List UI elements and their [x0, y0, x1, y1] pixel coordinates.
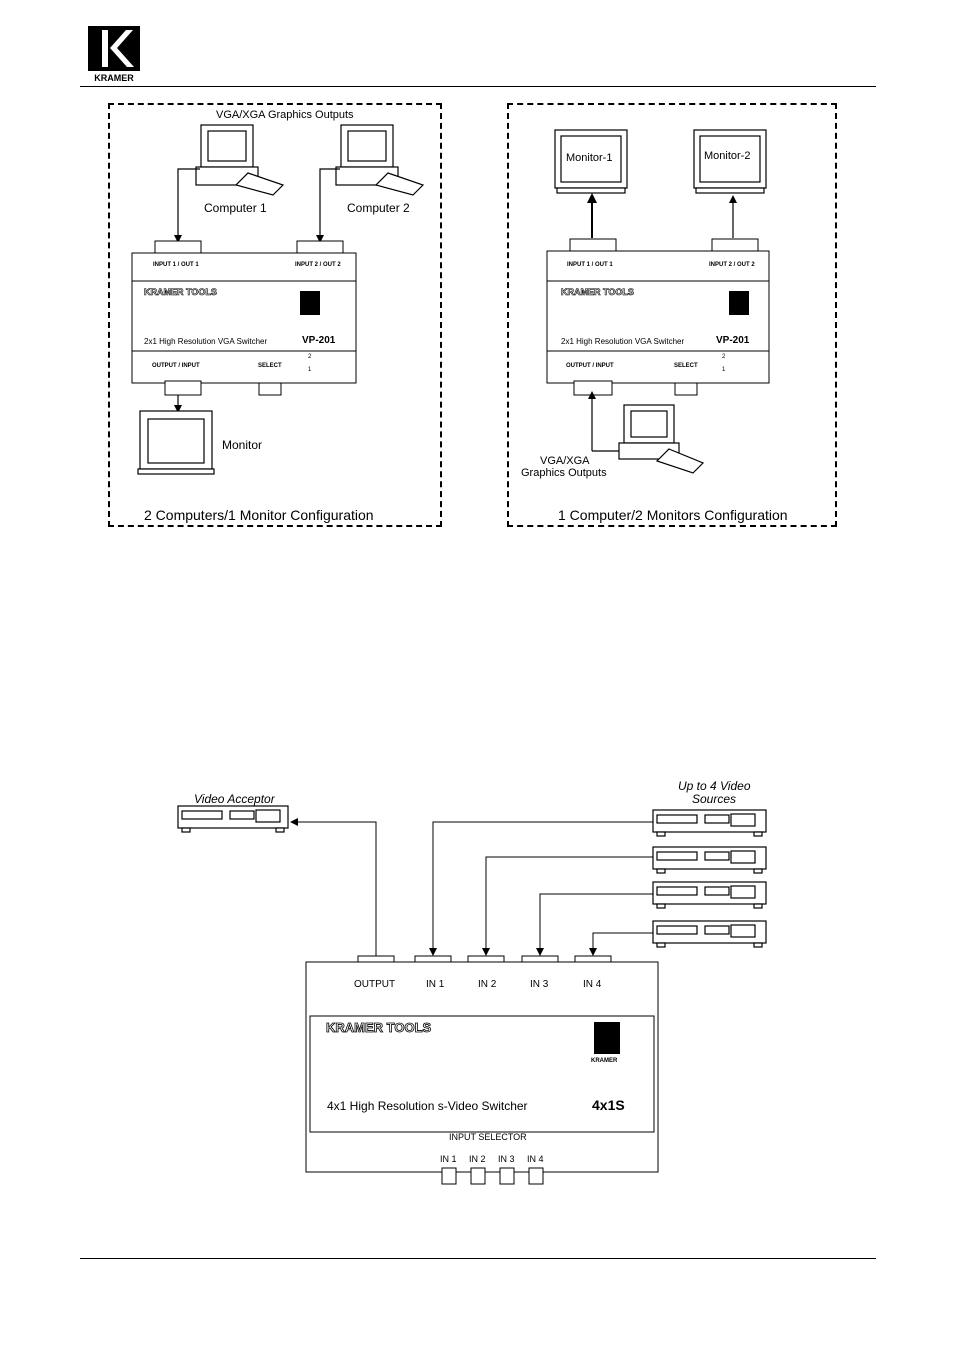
- vp201-switcher-right: [546, 238, 770, 396]
- vcr-source-4-icon: [652, 920, 767, 948]
- footer-rule: [80, 1258, 876, 1259]
- select-1-label: 1: [308, 367, 312, 373]
- vcr-acceptor-icon: [177, 805, 289, 833]
- input-selector-label: INPUT SELECTOR: [449, 1132, 527, 1142]
- monitor-2-icon: [693, 129, 767, 194]
- kramer-logo: KRAMER: [88, 26, 140, 83]
- header-rule: [80, 86, 876, 87]
- left-source-label: VGA/XGA Graphics Outputs: [216, 109, 354, 121]
- in4-port-label: IN 4: [583, 979, 602, 990]
- in2-port-label: IN 2: [478, 979, 497, 990]
- vcr-source-2-icon: [652, 846, 767, 874]
- device-description-right: 2x1 High Resolution VGA Switcher: [561, 337, 685, 346]
- model-label-right: VP-201: [716, 335, 750, 346]
- figure-left-frame: [108, 103, 442, 527]
- computer-1-icon: [195, 124, 285, 196]
- monitor-icon: [137, 410, 215, 475]
- figure-right-caption: 1 Computer/2 Monitors Configuration: [558, 507, 788, 523]
- selector-in1-label: IN 1: [440, 1154, 457, 1164]
- computer-2-label: Computer 2: [347, 201, 410, 215]
- 4x1s-switcher: [305, 955, 659, 1185]
- select-label-right: SELECT: [674, 363, 698, 369]
- output-input-label: OUTPUT / INPUT: [152, 363, 200, 369]
- monitor-label: Monitor: [222, 438, 263, 452]
- figure-left-diagram: [131, 124, 425, 475]
- source-label-line2: Graphics Outputs: [521, 467, 607, 479]
- sources-label-line2: Sources: [692, 792, 737, 806]
- in3-port-label: IN 3: [530, 979, 549, 990]
- model-label-bottom: 4x1S: [592, 1097, 625, 1113]
- input-1-label: INPUT 1 / OUT 1: [153, 262, 199, 268]
- selector-in2-label: IN 2: [469, 1154, 486, 1164]
- video-acceptor-label: Video Acceptor: [194, 792, 275, 806]
- brand-tools-label: KRAMER TOOLS: [144, 287, 217, 298]
- vcr-source-1-icon: [652, 809, 767, 837]
- computer-2-icon: [335, 124, 425, 196]
- figure-bottom-diagram: [177, 805, 767, 1185]
- device-description: 2x1 High Resolution VGA Switcher: [144, 337, 268, 346]
- output-port-label: OUTPUT: [354, 979, 396, 990]
- brand-small-label: KRAMER: [591, 1058, 618, 1064]
- vcr-source-3-icon: [652, 881, 767, 909]
- computer-icon: [618, 404, 705, 474]
- input-1-label-right: INPUT 1 / OUT 1: [567, 262, 613, 268]
- figure-right-frame: [507, 103, 837, 527]
- input-2-label-right: INPUT 2 / OUT 2: [709, 262, 755, 268]
- select-2-label: 2: [308, 354, 312, 360]
- selector-in3-label: IN 3: [498, 1154, 515, 1164]
- select-1-label-right: 1: [722, 367, 726, 373]
- model-label: VP-201: [302, 335, 336, 346]
- device-description-bottom: 4x1 High Resolution s-Video Switcher: [327, 1099, 528, 1113]
- output-input-label-right: OUTPUT / INPUT: [566, 363, 614, 369]
- select-label: SELECT: [258, 363, 282, 369]
- figure-left-caption: 2 Computers/1 Monitor Configuration: [144, 507, 374, 523]
- kramer-logo-text: KRAMER: [94, 73, 134, 83]
- brand-tools-label-right: KRAMER TOOLS: [561, 287, 634, 298]
- computer-1-label: Computer 1: [204, 201, 267, 215]
- figure-right-diagram: [546, 129, 770, 474]
- selector-in4-label: IN 4: [527, 1154, 544, 1164]
- vp201-switcher-left: [131, 240, 357, 396]
- source-label-line1: VGA/XGA: [540, 455, 590, 467]
- cable-2: [319, 168, 340, 241]
- brand-tools-label-bottom: KRAMER TOOLS: [326, 1020, 432, 1036]
- select-2-label-right: 2: [722, 354, 726, 360]
- monitor-1-label: Monitor-1: [566, 152, 613, 164]
- input-2-label: INPUT 2 / OUT 2: [295, 262, 341, 268]
- in1-port-label: IN 1: [426, 979, 445, 990]
- monitor-1-icon: [554, 129, 628, 194]
- monitor-2-label: Monitor-2: [704, 150, 751, 162]
- cable-1: [177, 168, 200, 241]
- sources-label-line1: Up to 4 Video: [678, 779, 751, 793]
